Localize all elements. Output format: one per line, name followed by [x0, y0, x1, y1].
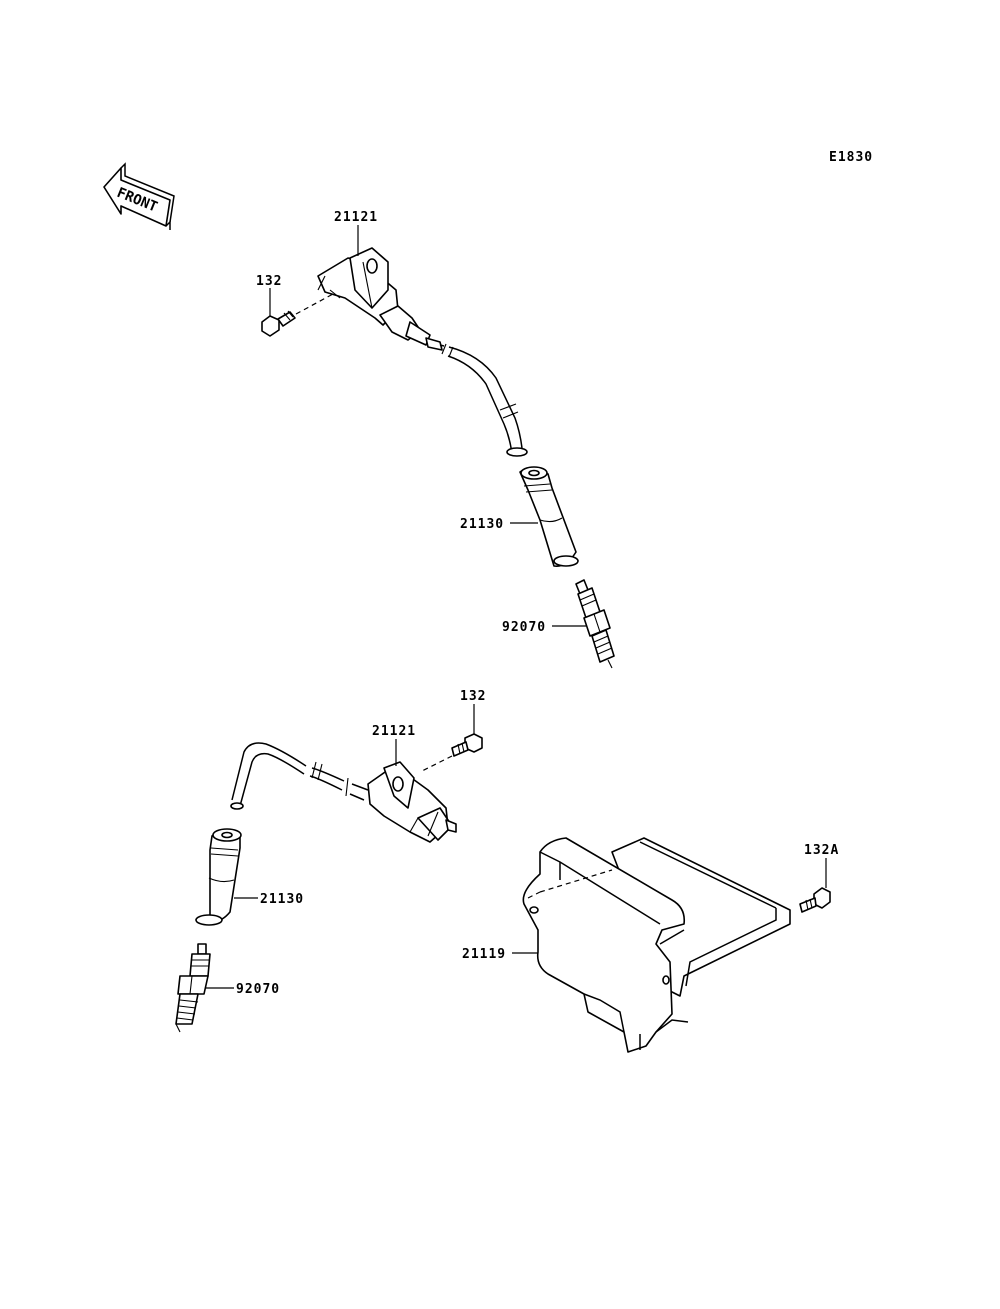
ignition-coil-upper: [317, 247, 443, 351]
bolt-upper: [261, 293, 334, 337]
label-cap-lower: 21130: [260, 892, 304, 907]
label-coil-upper: 21121: [334, 210, 378, 225]
label-igniter: 21119: [462, 947, 506, 962]
igniter-unit: [522, 837, 791, 1053]
diagram-code: E1830: [829, 150, 873, 165]
plug-cap-upper: [519, 466, 579, 568]
spark-plug-lower: [175, 943, 211, 1033]
label-coil-lower: 21121: [372, 724, 416, 739]
plug-cap-lower: [195, 828, 242, 926]
lead-wire-upper: [439, 343, 528, 457]
bolt-lower: [419, 733, 483, 773]
lead-wire-lower: [230, 742, 369, 810]
label-plug-upper: 92070: [502, 620, 546, 635]
ignition-coil-lower: [367, 761, 457, 843]
spark-plug-upper: [575, 579, 615, 669]
front-arrow-icon: FRONT: [103, 162, 175, 230]
bolt-igniter: [799, 887, 831, 913]
label-plug-lower: 92070: [236, 982, 280, 997]
label-bolt-upper: 132: [256, 274, 282, 289]
label-cap-upper: 21130: [460, 517, 504, 532]
label-bolt-igniter: 132A: [804, 843, 839, 858]
label-bolt-lower: 132: [460, 689, 486, 704]
